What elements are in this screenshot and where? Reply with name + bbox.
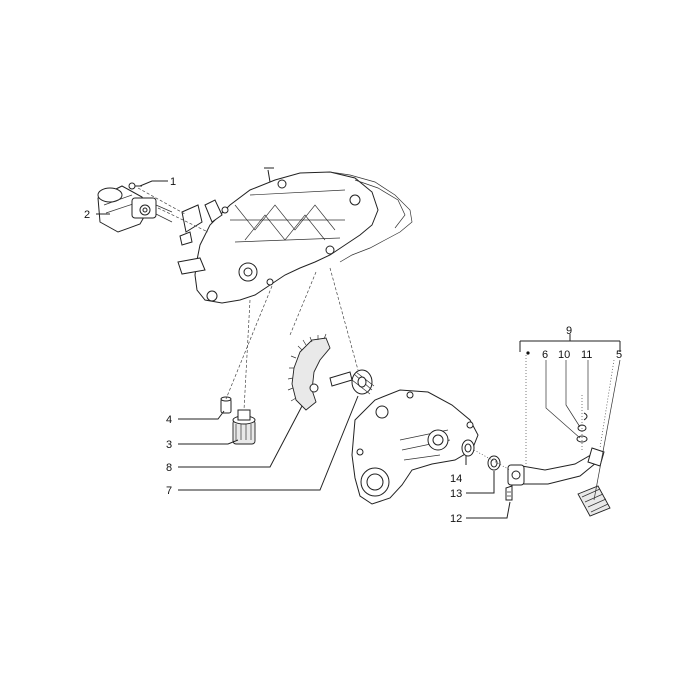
kickstart-spring bbox=[329, 369, 375, 395]
callout-3: 3 bbox=[166, 439, 172, 451]
bush-part bbox=[220, 396, 232, 414]
oil-seal bbox=[461, 439, 475, 457]
clamp-bolt bbox=[505, 485, 513, 501]
kickstart-lever bbox=[507, 447, 605, 486]
pinion-gear bbox=[232, 409, 256, 445]
pedal-rubber bbox=[577, 485, 611, 517]
starter-motor bbox=[97, 185, 173, 233]
starter-bracket bbox=[179, 204, 203, 246]
assembly-axes bbox=[137, 187, 615, 471]
callout-8: 8 bbox=[166, 462, 172, 474]
callout-9: 9 bbox=[566, 325, 572, 337]
circlip bbox=[487, 455, 501, 471]
callout-12: 12 bbox=[450, 513, 462, 525]
callout-13: 13 bbox=[450, 488, 462, 500]
callout-14: 14 bbox=[450, 473, 462, 485]
leader-lines bbox=[96, 180, 621, 519]
engine-crankcase bbox=[177, 167, 413, 304]
starter-screw bbox=[128, 182, 142, 190]
callout-10: 10 bbox=[558, 349, 570, 361]
callout-7: 7 bbox=[166, 485, 172, 497]
callout-2: 2 bbox=[84, 209, 90, 221]
callout-4: 4 bbox=[166, 414, 172, 426]
reference-dot bbox=[526, 351, 530, 355]
callout-6: 6 bbox=[542, 349, 548, 361]
transmission-cover bbox=[351, 389, 479, 505]
callout-5: 5 bbox=[616, 349, 622, 361]
callout-11: 11 bbox=[581, 349, 592, 361]
callout-1: 1 bbox=[170, 176, 176, 188]
callout-labels: 1 2 3 4 5 6 7 8 9 10 11 12 13 14 bbox=[84, 176, 622, 525]
sector-gear bbox=[287, 333, 331, 411]
